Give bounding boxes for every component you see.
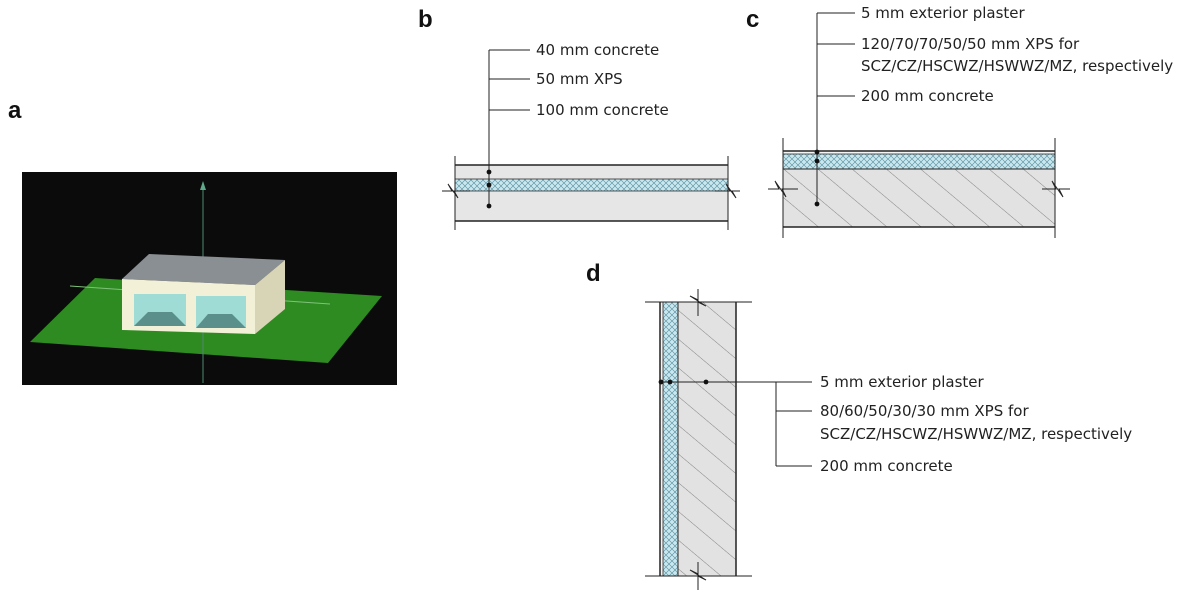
b-break-symbol-right [715, 183, 740, 199]
b-dot-3 [486, 203, 492, 209]
panel-label-d: d [586, 260, 601, 287]
panel-a-3d-model [22, 172, 397, 385]
b-top-concrete-layer [455, 165, 728, 179]
panel-c-roof-section [768, 12, 1070, 238]
window-left-shade [134, 312, 186, 326]
d-label-plaster: 5 mm exterior plaster [820, 373, 984, 391]
d-break-symbol-bottom [689, 562, 707, 590]
d-plaster-layer [660, 302, 663, 576]
b-break-symbol-left [442, 183, 470, 199]
d-concrete-hatch [678, 302, 736, 576]
c-dot-1 [814, 149, 820, 155]
b-xps-layer [455, 179, 728, 191]
building-side-wall [255, 260, 285, 334]
b-label-xps: 50 mm XPS [536, 70, 623, 88]
c-plaster-layer [783, 151, 1055, 154]
d-xps-layer [663, 302, 678, 576]
c-label-xps-line1: 120/70/70/50/50 mm XPS for [861, 35, 1080, 53]
c-break-symbol-right [1042, 180, 1070, 198]
d-label-xps-line1: 80/60/50/30/30 mm XPS for [820, 402, 1029, 420]
b-dot-1 [486, 169, 492, 175]
vertical-axis-arrow-icon [200, 181, 206, 190]
d-dot-2 [667, 379, 673, 385]
c-dot-2 [814, 158, 820, 164]
building-roof [122, 254, 285, 285]
d-label-concrete: 200 mm concrete [820, 457, 953, 475]
d-dot-3 [703, 379, 709, 385]
c-label-plaster: 5 mm exterior plaster [861, 4, 1025, 22]
b-dot-2 [486, 182, 492, 188]
panel-b-floor-section [442, 49, 740, 230]
c-label-xps-line2: SCZ/CZ/HSCWZ/HSWWZ/MZ, respectively [861, 57, 1174, 75]
c-concrete-hatch [783, 169, 1055, 227]
panel-label-c: c [746, 6, 760, 33]
d-label-xps-line2: SCZ/CZ/HSCWZ/HSWWZ/MZ, respectively [820, 425, 1133, 443]
c-dot-3 [814, 201, 820, 207]
d-dot-1 [658, 379, 664, 385]
c-break-symbol-left [768, 180, 798, 198]
d-break-symbol-top [689, 289, 707, 316]
c-xps-layer [783, 154, 1055, 169]
c-label-concrete: 200 mm concrete [861, 87, 994, 105]
panel-label-b: b [418, 6, 433, 33]
b-bottom-concrete-layer [455, 191, 728, 221]
panel-label-a: a [8, 97, 22, 124]
panel-d-wall-section [645, 289, 812, 590]
window-right-shade [196, 314, 246, 328]
b-label-top-concrete: 40 mm concrete [536, 41, 660, 59]
b-label-bottom-concrete: 100 mm concrete [536, 101, 669, 119]
